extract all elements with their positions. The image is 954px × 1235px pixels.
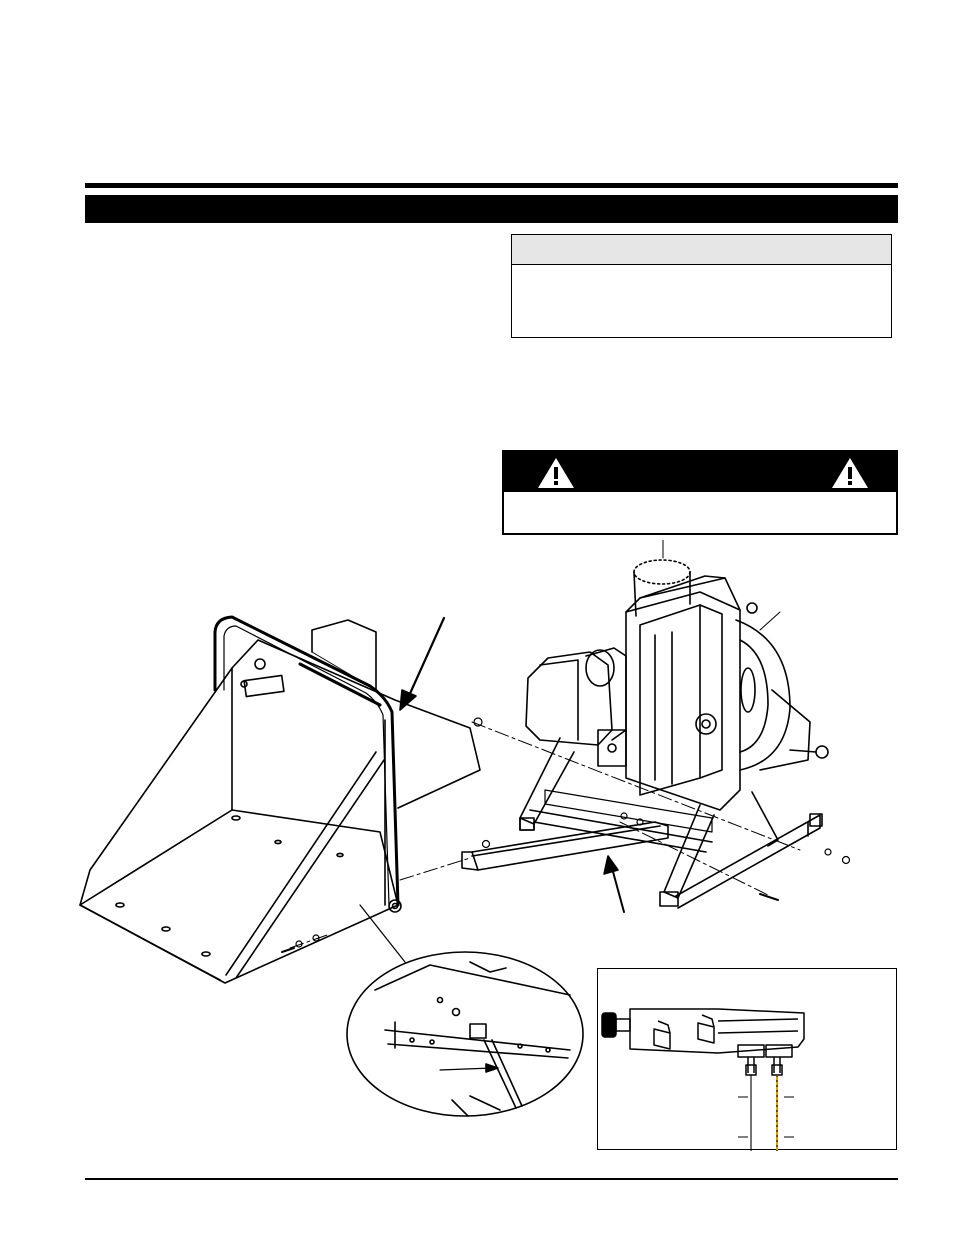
callout-arrows <box>399 540 781 913</box>
hardware <box>281 717 851 953</box>
warning-header <box>504 452 896 492</box>
warning-triangle-icon <box>538 458 574 488</box>
hopper-assembly <box>79 615 481 984</box>
valve-detail-drawing <box>601 1008 805 1151</box>
notice-text <box>512 265 891 277</box>
section-title-bar <box>85 195 898 223</box>
detail-leader <box>359 904 406 963</box>
warning-box <box>502 450 898 535</box>
warning-text <box>504 492 896 502</box>
detail-circle <box>346 951 584 1117</box>
notice-heading <box>512 235 891 265</box>
footer-rule <box>85 1178 898 1180</box>
header-rule <box>85 183 898 188</box>
cross-tube <box>461 821 669 871</box>
notice-box <box>511 234 892 338</box>
valve-detail-inset <box>597 968 897 1151</box>
warning-triangle-icon <box>832 458 868 488</box>
assembly-drawing <box>79 540 851 1117</box>
engine-assembly <box>519 559 829 909</box>
